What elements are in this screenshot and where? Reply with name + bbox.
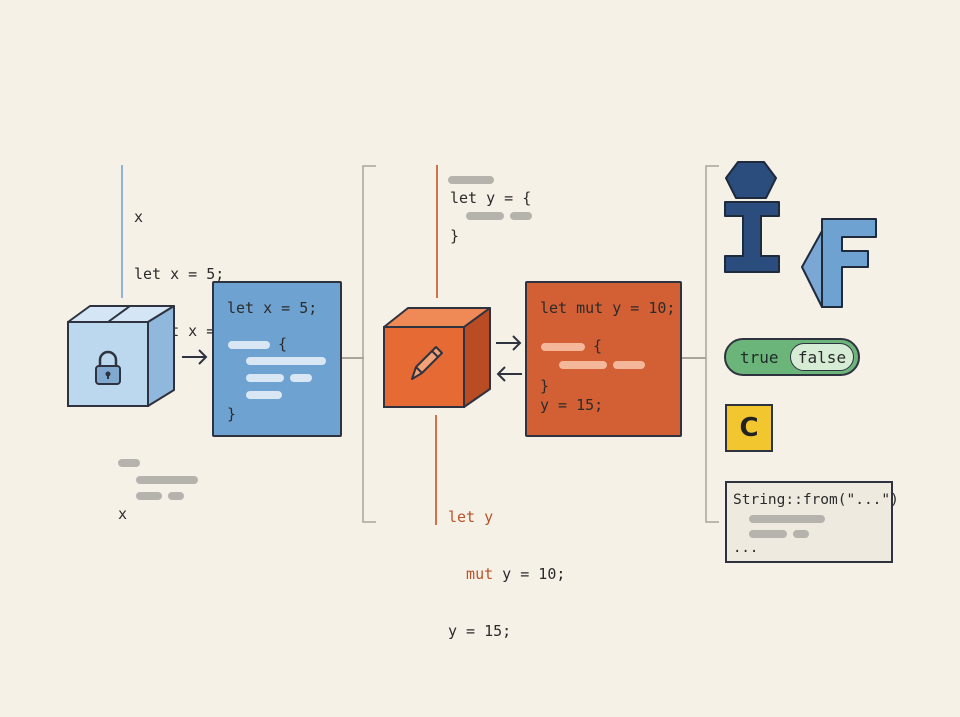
immutable-binding-box: let x = 5; { } [212, 281, 342, 437]
code-line: y = 15; [448, 622, 512, 640]
arrow-right-icon [182, 349, 208, 365]
string-code: String::from("...") [733, 492, 899, 508]
placeholder-bar [749, 530, 787, 538]
string-ellipsis: ... [733, 540, 759, 556]
editable-cube-icon [383, 307, 491, 408]
pencil-icon [411, 346, 443, 380]
placeholder-bar [136, 476, 198, 484]
box-brace-close: } [227, 405, 237, 423]
immutable-guide-line [121, 165, 123, 298]
box-brace-open: { [593, 337, 603, 355]
placeholder-bar [228, 341, 270, 349]
placeholder-bar [613, 361, 645, 369]
bracket-right [705, 165, 719, 523]
placeholder-bar [448, 176, 494, 184]
placeholder-bar [168, 492, 184, 500]
placeholder-bar [510, 212, 532, 220]
box-assign-line: y = 15; [540, 396, 604, 414]
mutable-bottom-code: let y mut y = 10; y = 15; [448, 470, 565, 679]
code-line: let y [448, 508, 494, 526]
placeholder-bar [559, 361, 607, 369]
arrow-right-icon [496, 335, 522, 351]
mutable-guide-line-top [436, 165, 438, 298]
string-card: String::from("...") ... [725, 481, 899, 563]
lock-icon [95, 350, 121, 385]
bracket-left [362, 165, 376, 523]
mutable-guide-line-bottom [435, 415, 437, 525]
placeholder-bar [749, 515, 825, 523]
connector-line [682, 357, 706, 359]
box-brace-close: } [540, 377, 550, 395]
immutable-bottom-label: x [118, 505, 128, 523]
connector-line [342, 357, 364, 359]
placeholder-bar [246, 374, 284, 382]
bool-true-label: true [740, 348, 779, 367]
boolean-pill: true false [724, 338, 860, 376]
code-line: x [134, 208, 144, 226]
char-label: C [739, 413, 759, 443]
placeholder-bar [246, 357, 326, 365]
mutable-top-code-close: } [450, 227, 460, 245]
box-brace-open: { [278, 335, 288, 353]
locked-cube-icon [67, 305, 175, 407]
placeholder-bar [793, 530, 809, 538]
placeholder-bar [136, 492, 162, 500]
code-line: mut y = 10; [448, 565, 566, 583]
mutable-binding-box: let mut y = 10; { } y = 15; [525, 281, 682, 437]
char-square: C [725, 404, 773, 452]
arrow-left-icon [496, 366, 522, 382]
placeholder-bar [118, 459, 140, 467]
box-code-line: let x = 5; [227, 299, 318, 317]
placeholder-bar [290, 374, 312, 382]
box-code-line: let mut y = 10; [540, 299, 676, 317]
code-line: let x = 5; [134, 265, 225, 283]
placeholder-bar [246, 391, 282, 399]
placeholder-bar [466, 212, 504, 220]
bool-false-label: false [790, 343, 854, 371]
float-letter-icon [801, 218, 877, 308]
integer-letter-icon [724, 161, 780, 273]
placeholder-bar [541, 343, 585, 351]
mutable-top-code-line: let y = { [450, 189, 532, 207]
